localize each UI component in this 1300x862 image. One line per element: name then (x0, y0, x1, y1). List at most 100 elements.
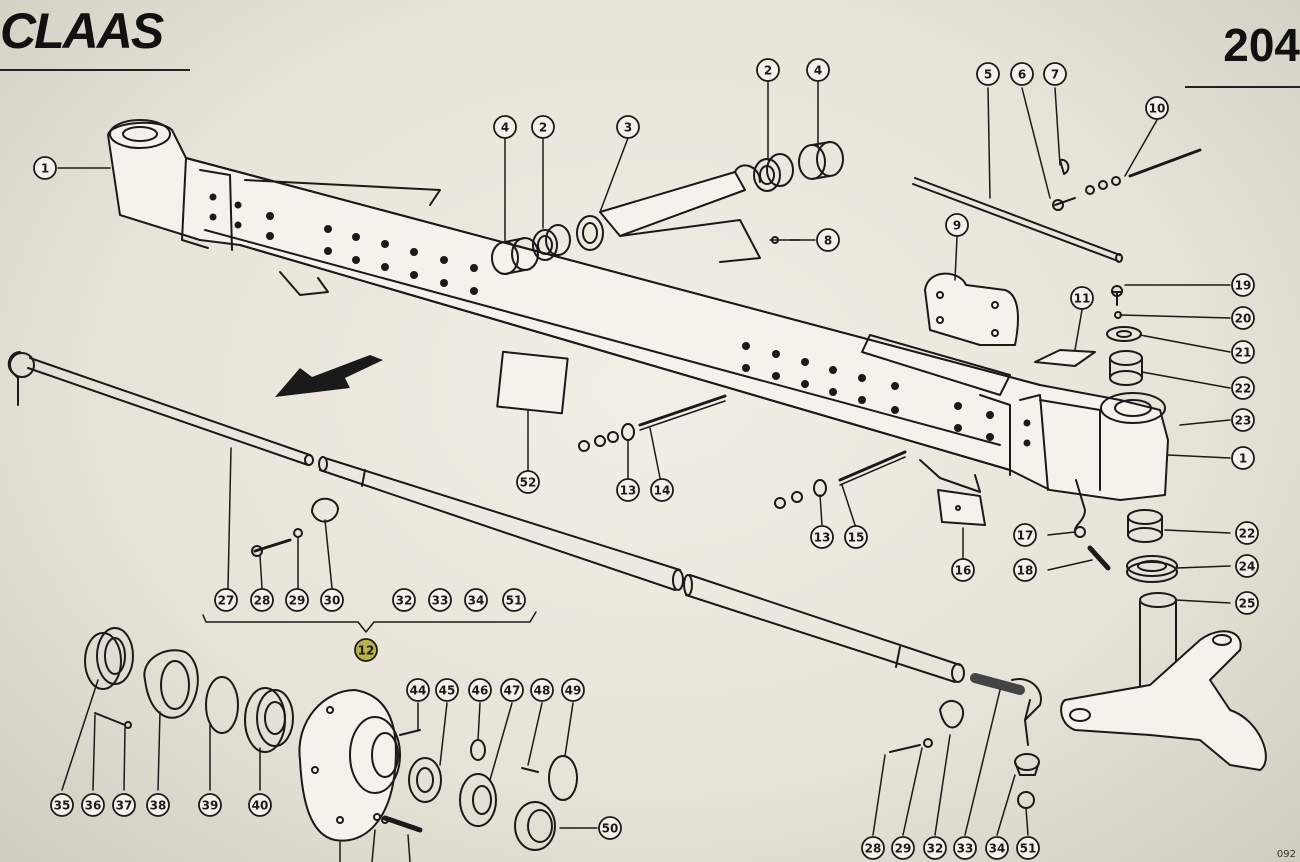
callout-number: 32 (396, 594, 413, 608)
callout-circle (248, 793, 272, 817)
callout-number: 7 (1051, 68, 1059, 82)
callout-number: 40 (252, 799, 269, 813)
callout-number: 1 (1239, 452, 1247, 466)
callout-circle (650, 478, 674, 502)
header-rule-left (0, 69, 190, 71)
callout-32: 32 (923, 836, 947, 860)
callout-circle (428, 588, 452, 612)
callout-number: 27 (218, 594, 235, 608)
callout-9: 9 (945, 213, 969, 237)
steering-knuckle (1060, 630, 1267, 771)
bolt-13-15 (774, 450, 907, 509)
callout-circle (1231, 340, 1255, 364)
callout-14: 14 (650, 478, 674, 502)
callout-circle (493, 115, 517, 139)
callout-number: 37 (116, 799, 133, 813)
header-rule-right (1185, 86, 1300, 88)
callout-16: 16 (951, 558, 975, 582)
direction-arrow (275, 355, 383, 397)
callout-27: 27 (214, 588, 238, 612)
callout-number: 28 (865, 842, 882, 856)
callout-circle (198, 793, 222, 817)
callout-33: 33 (953, 836, 977, 860)
page-corner-code: 092 (1276, 849, 1296, 860)
callout-22: 22 (1231, 376, 1255, 400)
callout-number: 35 (54, 799, 71, 813)
callout-number: 3 (624, 121, 632, 135)
kingpin-stack (1126, 509, 1178, 691)
callout-circle (1235, 554, 1259, 578)
callout-number: 34 (989, 842, 1006, 856)
callout-number: 28 (254, 594, 271, 608)
callout-circle (816, 228, 840, 252)
callout-number: 15 (848, 531, 865, 545)
callout-circle (861, 836, 885, 860)
callout-circle (1070, 286, 1094, 310)
callout-circle (561, 678, 585, 702)
bracket-9 (924, 272, 1019, 346)
callout-number: 11 (1074, 292, 1091, 306)
callout-circle (500, 678, 524, 702)
callout-number: 38 (150, 799, 167, 813)
callout-number: 44 (410, 684, 427, 698)
callout-number: 23 (1235, 414, 1252, 428)
callout-29: 29 (891, 836, 915, 860)
callout-number: 10 (1149, 102, 1166, 116)
callout-47: 47 (500, 678, 524, 702)
brand-logo: CLAAS (0, 3, 164, 59)
callout-circle (81, 793, 105, 817)
callout-number: 5 (984, 68, 992, 82)
callout-circle (530, 678, 554, 702)
callout-circle (354, 638, 378, 662)
callout-number: 47 (504, 684, 521, 698)
callout-number: 33 (432, 594, 449, 608)
callout-circle (1231, 408, 1255, 432)
callout-number: 25 (1239, 597, 1256, 611)
callout-number: 19 (1235, 279, 1252, 293)
pin-stack-right (1106, 285, 1143, 386)
callout-28: 28 (250, 588, 274, 612)
callout-12: 12 (354, 638, 378, 662)
callout-circle (756, 58, 780, 82)
callout-number: 9 (953, 219, 961, 233)
leader-lines (57, 81, 1231, 862)
callout-51: 51 (502, 588, 526, 612)
callout-circle (214, 588, 238, 612)
beam-bolt-holes (209, 193, 1031, 447)
callout-4: 4 (493, 115, 517, 139)
callout-circle (923, 836, 947, 860)
callout-number: 17 (1017, 529, 1034, 543)
callout-45: 45 (435, 678, 459, 702)
callout-34: 34 (985, 836, 1009, 860)
callout-number: 29 (289, 594, 306, 608)
callout-circle (502, 588, 526, 612)
callout-circle (844, 525, 868, 549)
plate-12 (496, 350, 569, 415)
callout-49: 49 (561, 678, 585, 702)
callout-circle (598, 816, 622, 840)
callout-4: 4 (806, 58, 830, 82)
callout-19: 19 (1231, 273, 1255, 297)
callout-2: 2 (531, 115, 555, 139)
callout-37: 37 (112, 793, 136, 817)
callout-38: 38 (146, 793, 170, 817)
callout-number: 18 (1017, 564, 1034, 578)
callout-13: 13 (810, 525, 834, 549)
callout-circle (985, 836, 1009, 860)
callout-number: 29 (895, 842, 912, 856)
tie-rod-end-left (251, 497, 339, 557)
callout-1: 1 (1231, 446, 1255, 470)
callout-circle (1231, 446, 1255, 470)
callout-circle (392, 588, 416, 612)
callout-46: 46 (468, 678, 492, 702)
callout-18: 18 (1013, 558, 1037, 582)
callout-circle (50, 793, 74, 817)
callout-circle (953, 836, 977, 860)
callout-number: 49 (565, 684, 582, 698)
clip-11 (1034, 349, 1096, 367)
callout-number: 13 (814, 531, 831, 545)
callout-5: 5 (976, 62, 1000, 86)
callout-number: 8 (824, 234, 832, 248)
callout-52: 52 (516, 470, 540, 494)
